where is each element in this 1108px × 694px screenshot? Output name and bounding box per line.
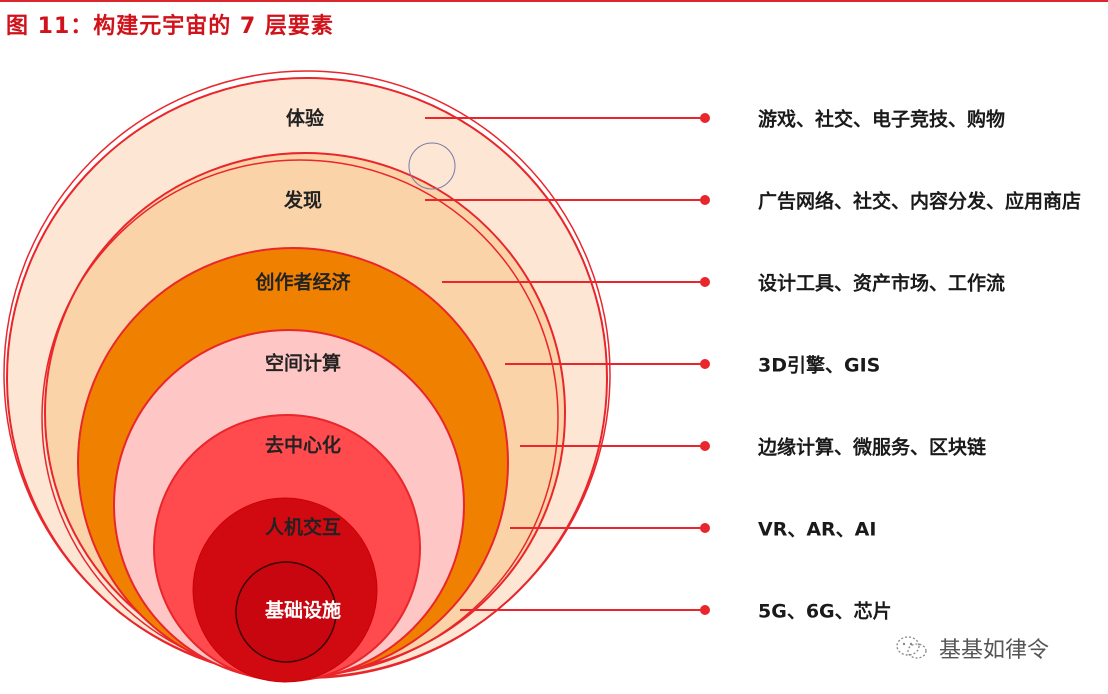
top-accent-bar [0,0,1108,2]
layer-label-decentralization: 去中心化 [264,434,342,457]
annotation-circle [408,142,456,190]
layer-description-experience: 游戏、社交、电子竞技、购物 [758,108,1006,131]
layer-label-experience: 体验 [285,107,325,130]
layer-description-decentralization: 边缘计算、微服务、区块链 [758,436,987,459]
ring-infrastructure [235,561,337,663]
layer-description-infrastructure: 5G、6G、芯片 [758,600,892,623]
watermark: 基基如律令 [895,632,1049,664]
layer-label-spatial-computing: 空间计算 [264,352,342,375]
layer-description-creator-economy: 设计工具、资产市场、工作流 [758,272,1006,295]
layer-description-discovery: 广告网络、社交、内容分发、应用商店 [758,190,1082,213]
layer-label-discovery: 发现 [283,189,323,212]
leader-dot-7 [700,605,710,615]
leader-dot-4 [700,359,710,369]
layer-description-spatial-computing: 3D引擎、GIS [758,354,881,377]
leader-dot-6 [700,523,710,533]
leader-dot-5 [700,441,710,451]
wechat-icon [896,636,927,659]
leader-dot-3 [700,277,710,287]
layer-label-infrastructure: 基础设施 [264,599,342,622]
leader-dot-2 [700,195,710,205]
layer-description-hci: VR、AR、AI [758,518,877,541]
layer-label-hci: 人机交互 [264,516,342,539]
leader-dot-1 [700,113,710,123]
figure-title: 图 11：构建元宇宙的 7 层要素 [6,14,334,39]
watermark-text: 基基如律令 [939,638,1050,663]
layer-label-creator-economy: 创作者经济 [255,271,351,294]
